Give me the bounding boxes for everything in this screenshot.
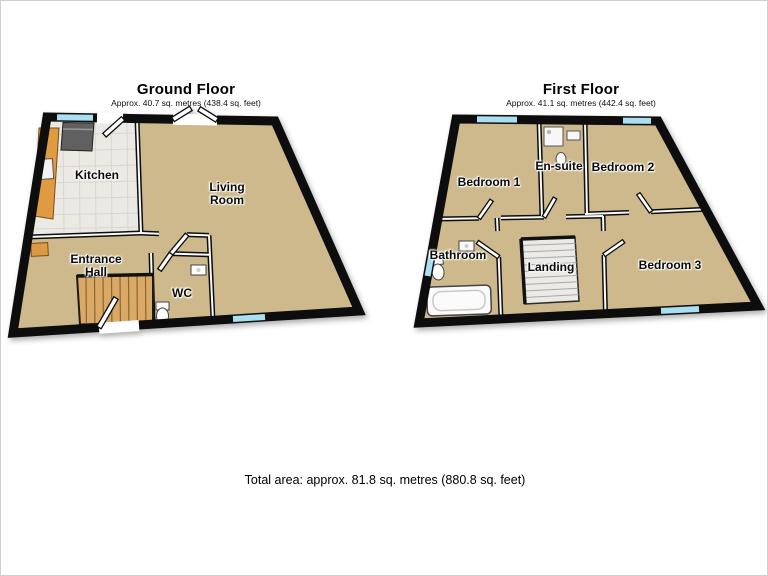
kitchen-door: [101, 115, 126, 138]
bedroom2-door: [635, 191, 654, 214]
room-label-kitchen: Kitchen: [74, 168, 119, 182]
ensuite-toilet: [555, 152, 567, 166]
stair-rail-top: [520, 235, 576, 241]
bedroom3-window: [660, 306, 700, 314]
ground-floor-plan-graphic: [7, 105, 366, 338]
room-label-landing: Landing: [527, 260, 575, 274]
first-doors: [475, 191, 654, 260]
first-floor-title: First Floor: [542, 81, 620, 98]
bathroom-door: [475, 239, 501, 260]
front-door: [95, 295, 120, 330]
first-floor-floor: [419, 119, 758, 323]
ground-floor-area-note: Approx. 40.7 sq. metres (438.4 sq. feet): [111, 98, 261, 108]
kitchen-window: [56, 114, 94, 121]
hall-cabinet: [30, 242, 49, 257]
french-door-right: [196, 105, 220, 124]
room-label-entrance-hall: Entrance Hall: [70, 252, 122, 279]
ground-windows: [56, 114, 266, 322]
french-door-left: [170, 105, 194, 123]
room-label-bedroom-3: Bedroom 3: [638, 258, 702, 272]
first-floor-area-note: Approx. 41.1 sq. metres (442.4 sq. feet): [506, 98, 656, 108]
bathroom-window: [424, 250, 436, 277]
room-label-living-room: Living Room: [209, 180, 245, 207]
bedroom1-door: [476, 198, 495, 221]
bathtub: [425, 284, 493, 317]
ensuite-sink: [566, 130, 581, 141]
stairwell: [519, 235, 580, 305]
bedroom3-door: [601, 238, 626, 258]
wc-door: [156, 251, 174, 273]
total-area-text: Total area: approx. 81.8 sq. metres (880…: [244, 473, 526, 487]
first-interior-wall-faces: [437, 119, 707, 320]
room-label-en-suite: En-suite: [535, 159, 583, 173]
ground-doors: [95, 105, 220, 330]
ensuite-fixtures: [543, 126, 581, 166]
first-floor-plan-graphic: [413, 114, 766, 328]
living-room-window: [232, 314, 266, 322]
ensuite-door: [541, 196, 558, 219]
stair-rail: [76, 272, 154, 278]
room-label-wc: WC: [172, 286, 192, 300]
kitchen-appliance: [60, 121, 95, 152]
first-windows: [424, 116, 700, 314]
room-label-bathroom: Bathroom: [429, 248, 487, 262]
stair-rail-left: [519, 238, 527, 305]
ground-floor-title: Ground Floor: [136, 81, 236, 98]
room-label-bedroom-2: Bedroom 2: [591, 160, 655, 174]
room-label-bedroom-1: Bedroom 1: [457, 175, 521, 189]
ensuite-shower: [543, 126, 564, 147]
